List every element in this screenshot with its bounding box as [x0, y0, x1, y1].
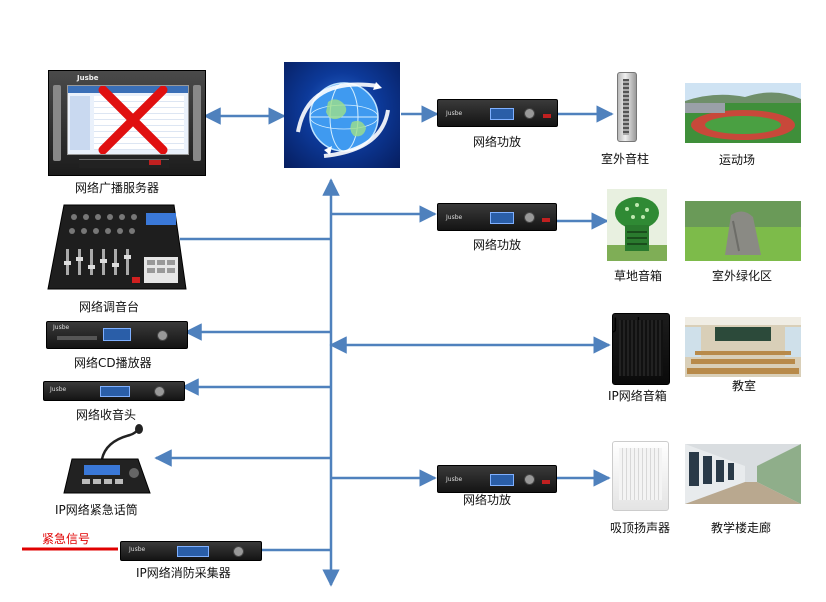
- fire-alarm-collector: Jusbe: [120, 541, 262, 561]
- network-mixer: [46, 203, 188, 293]
- ip-network-speaker: Jusbe: [612, 313, 670, 385]
- zone3-label: 教室: [732, 377, 756, 394]
- spk3-label: IP网络音箱: [608, 387, 667, 404]
- amplifier-3: Jusbe: [437, 465, 557, 493]
- disabled-cross-icon: [68, 86, 188, 154]
- spk4-label: 吸顶扬声器: [610, 519, 670, 536]
- emergency-signal-label: 紧急信号: [42, 530, 90, 547]
- zone4-label: 教学楼走廊: [711, 519, 771, 536]
- network-cd-player: Jusbe: [46, 321, 188, 349]
- network-globe-icon: [284, 62, 400, 168]
- amp3-label: 网络功放: [463, 491, 511, 508]
- server-handle-right: [193, 85, 201, 161]
- zone1-label: 运动场: [719, 151, 755, 168]
- classroom-photo: [685, 317, 801, 377]
- green-area-photo: [685, 201, 801, 261]
- cd-label: 网络CD播放器: [74, 354, 152, 371]
- broadcast-server: Jusbe: [48, 70, 206, 176]
- corridor-photo: [685, 444, 801, 504]
- spk1-label: 室外音柱: [601, 150, 649, 167]
- amplifier-2: Jusbe: [437, 203, 557, 231]
- server-brand-text: Jusbe: [77, 74, 99, 82]
- amplifier-1: Jusbe: [437, 99, 558, 127]
- emergency-microphone: [62, 423, 152, 495]
- network-tuner: Jusbe: [43, 381, 185, 401]
- amp2-label: 网络功放: [473, 236, 521, 253]
- fire-collector-label: IP网络消防采集器: [136, 564, 231, 581]
- mixer-label: 网络调音台: [79, 298, 139, 315]
- lawn-speaker: [607, 189, 667, 261]
- amp1-label: 网络功放: [473, 133, 521, 150]
- server-handle-left: [53, 85, 61, 161]
- server-label: 网络广播服务器: [75, 179, 159, 196]
- spk2-label: 草地音箱: [614, 267, 662, 284]
- zone2-label: 室外绿化区: [712, 267, 772, 284]
- column-speaker: [617, 72, 637, 142]
- server-screen: [67, 85, 189, 155]
- tuner-label: 网络收音头: [76, 406, 136, 423]
- mic-label: IP网络紧急话筒: [55, 501, 138, 518]
- stadium-photo: [685, 83, 801, 143]
- ceiling-speaker: [612, 441, 669, 511]
